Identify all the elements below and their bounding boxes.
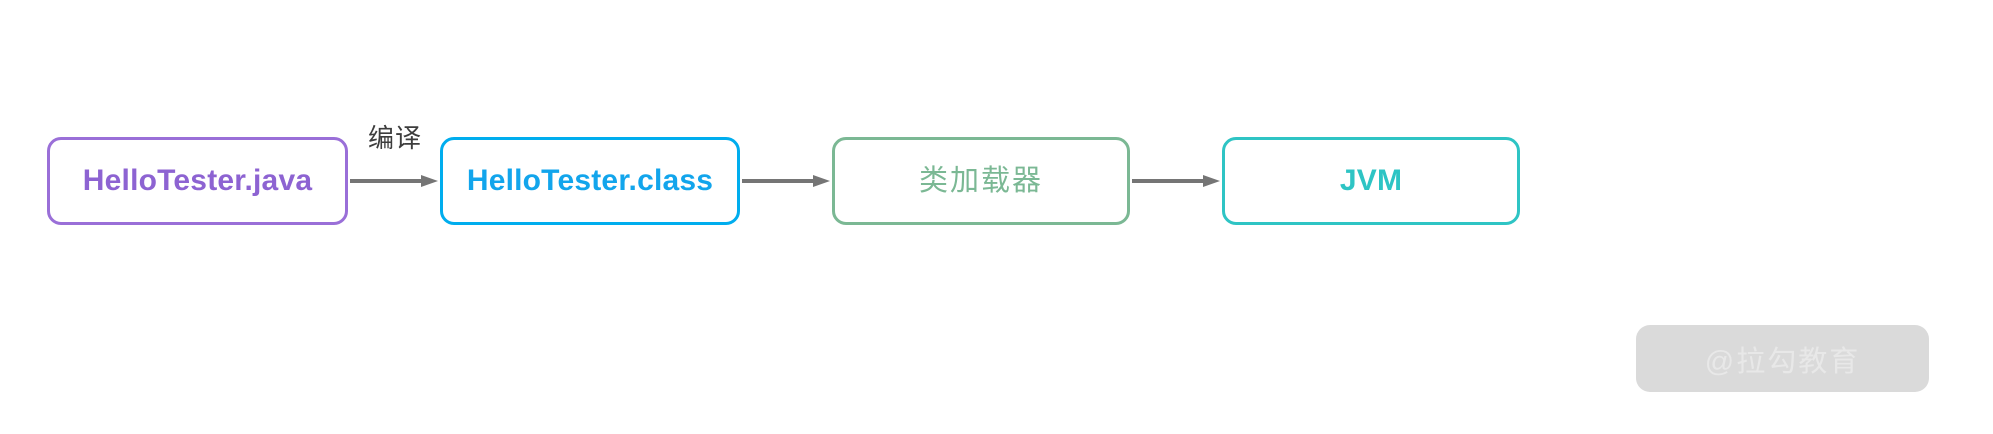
node-class-loader[interactable]: 类加载器 <box>832 137 1130 225</box>
arrow-head-icon <box>421 175 438 187</box>
arrow-head-icon <box>1203 175 1220 187</box>
node-hellotester-java[interactable]: HelloTester.java <box>47 137 348 225</box>
arrow-shaft <box>350 179 422 183</box>
edge-label-compile: 编译 <box>367 123 422 153</box>
arrow-shaft <box>1132 179 1204 183</box>
node-label-class-loader: 类加载器 <box>918 164 1043 197</box>
node-label-hellotester-class: HelloTester.class <box>466 164 714 197</box>
node-jvm[interactable]: JVM <box>1222 137 1520 225</box>
flow-row: HelloTester.java HelloTester.class 类加载器 … <box>0 137 1993 227</box>
arrow-shaft <box>742 179 814 183</box>
node-hellotester-class[interactable]: HelloTester.class <box>440 137 740 225</box>
watermark-badge: @拉勾教育 <box>1636 325 1929 392</box>
node-label-hellotester-java: HelloTester.java <box>82 164 313 197</box>
arrow-java-to-class <box>350 175 438 187</box>
watermark-text: @拉勾教育 <box>1704 345 1861 378</box>
arrow-head-icon <box>813 175 830 187</box>
arrow-class-to-classloader <box>742 175 830 187</box>
arrow-classloader-to-jvm <box>1132 175 1220 187</box>
node-label-jvm: JVM <box>1339 164 1403 197</box>
